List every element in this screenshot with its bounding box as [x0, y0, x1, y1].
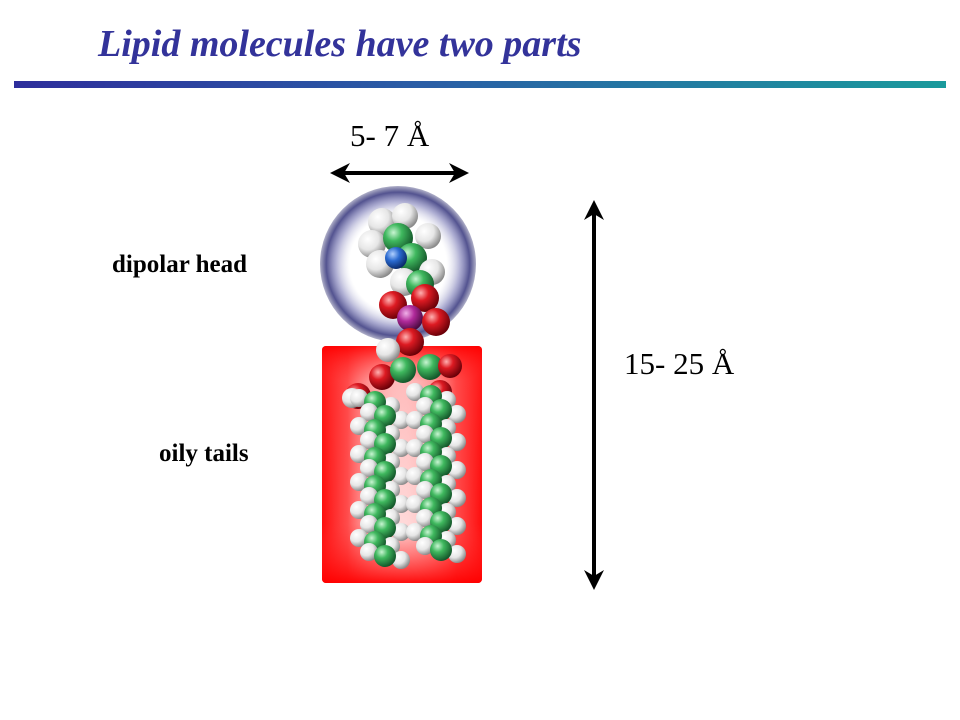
dipolar-head-label: dipolar head [112, 251, 247, 278]
oily-tails-label: oily tails [159, 440, 249, 467]
width-dimension-label: 5- 7 Å [350, 118, 430, 153]
left-tail-atoms [350, 389, 410, 569]
title-underline [14, 81, 946, 88]
slide-title: Lipid molecules have two parts [98, 23, 582, 65]
head-atoms [358, 203, 450, 362]
length-dimension-label: 15- 25 Å [624, 346, 735, 381]
right-tail-atoms [406, 383, 466, 563]
